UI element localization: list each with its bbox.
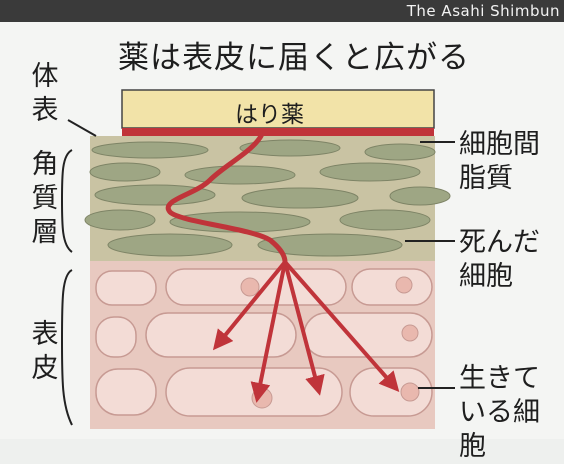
patch-label: はり薬 [235,102,304,128]
spread-arrow [212,260,287,351]
dead-cell [84,209,156,231]
living-cell [95,368,157,416]
cell-nucleus [401,324,419,342]
living-cell [349,367,433,417]
cell-nucleus [251,387,273,409]
dead-cell [241,187,359,209]
dead-cell [239,139,341,157]
epidermis-label: 表皮 [31,319,59,384]
spread-arrow [283,261,325,396]
cell-nucleus [395,276,413,294]
dead-cells-label-2: 細胞 [459,261,513,292]
intercellular-lipid-label-2: 脂質 [459,163,513,194]
spread-arrow [283,260,400,393]
credit-text: The Asahi Shimbun [406,2,560,20]
dead-cell [389,186,451,206]
credit-bar: The Asahi Shimbun [0,0,564,22]
body-surface-label: 体表 [31,61,59,126]
dead-cell [319,162,421,182]
dead-cell [184,165,296,185]
dead-cell [107,233,233,257]
diagram-title: 薬は表皮に届くと広がる [118,40,470,76]
corneum-bracket [60,149,73,253]
drug-path [165,131,288,265]
epidermis-bracket [61,269,73,426]
dead-cells-label-1: 死んだ [459,227,540,258]
living-cell [95,316,137,358]
stratum-corneum-label: 角質層 [31,149,59,248]
dead-cell [339,209,431,231]
living-cell [351,268,433,306]
living-cell [95,270,157,306]
dead-cell [257,233,403,257]
dead-cell [91,141,209,159]
spread-arrow [250,261,287,403]
living-cells-label-2: いる細胞 [459,397,540,462]
dead-cell [94,184,216,206]
dead-cell [89,162,161,182]
patch-adhesive [122,128,434,136]
intercellular-lipid-label-1: 細胞間 [459,129,540,160]
cell-nucleus [240,277,260,297]
cell-nucleus [400,382,420,402]
dead-cell [364,143,436,161]
surface-leader [67,119,97,137]
living-cells-label-1: 生きて [459,363,540,394]
skin-diagram [60,89,455,429]
